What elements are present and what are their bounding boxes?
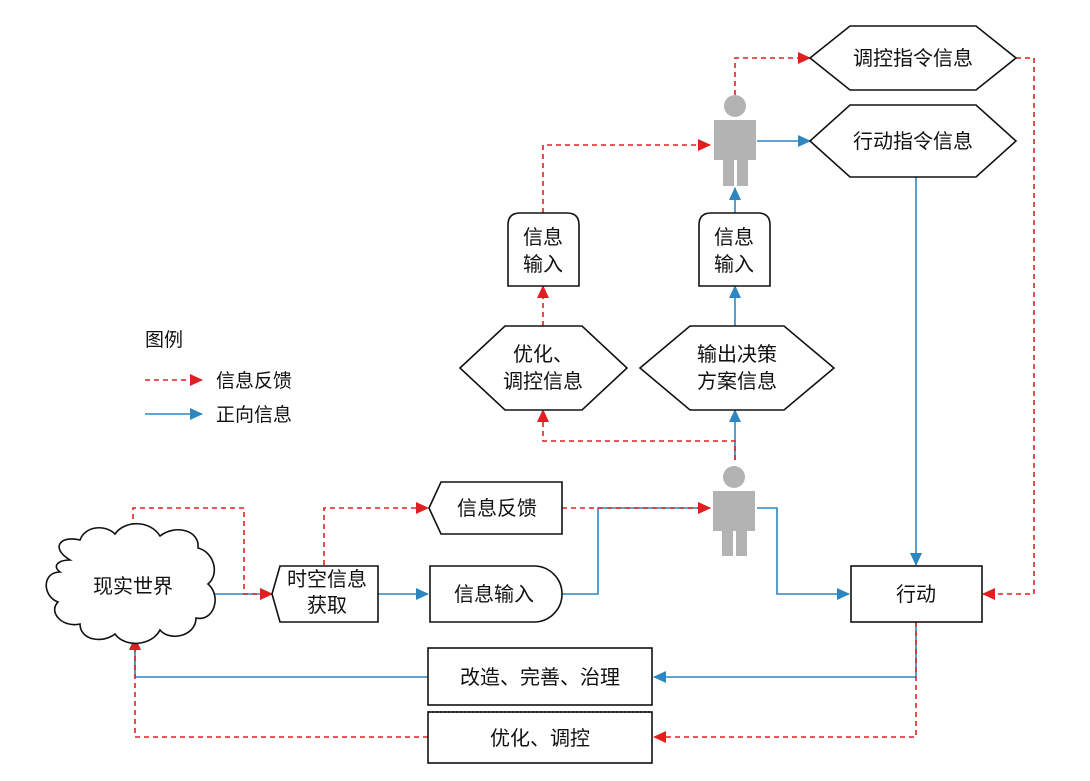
optimize-diamond-line2: 调控信息 bbox=[503, 369, 583, 393]
action-to-transform-arrow bbox=[653, 622, 917, 683]
decision-diamond-node: 输出决策 方案信息 bbox=[638, 325, 836, 411]
input-left-line2: 输入 bbox=[523, 252, 563, 276]
feedback-box-label: 信息反馈 bbox=[457, 496, 537, 520]
input-right-shape bbox=[698, 212, 771, 287]
input-bottom-node: 信息输入 bbox=[429, 565, 563, 623]
input-right-line1: 信息 bbox=[714, 225, 754, 249]
world-feedback-arrow bbox=[132, 507, 273, 600]
legend-feedback-label: 信息反馈 bbox=[216, 370, 292, 392]
decision-diamond-line2: 方案信息 bbox=[697, 369, 777, 393]
input-to-upper-person-feedback-arrow bbox=[542, 139, 711, 213]
action-to-optimize-control-arrow bbox=[653, 622, 917, 743]
input-to-person-arrow bbox=[562, 502, 711, 595]
input-left-line1: 信息 bbox=[523, 225, 563, 249]
control-command-label: 调控指令信息 bbox=[853, 46, 973, 70]
input-right-line2: 输入 bbox=[714, 252, 754, 276]
upper-person-to-control-command-arrow bbox=[734, 52, 811, 95]
person-icon bbox=[714, 95, 756, 186]
feedback-box-shape bbox=[428, 481, 563, 535]
cloud-shape bbox=[45, 522, 216, 645]
acquire-label-line1: 时空信息 bbox=[287, 567, 367, 591]
transform-node: 改造、完善、治理 bbox=[427, 647, 653, 706]
acquire-shape bbox=[271, 565, 379, 623]
input-left-node: 信息 输入 bbox=[507, 212, 580, 287]
optimize-control-node: 优化、调控 bbox=[427, 711, 653, 764]
acquire-node: 时空信息 获取 bbox=[271, 565, 379, 623]
action-label: 行动 bbox=[896, 582, 936, 606]
acquire-to-feedback-arrow bbox=[323, 502, 429, 565]
control-command-shape bbox=[808, 25, 1018, 91]
legend-title: 图例 bbox=[145, 329, 183, 351]
person-icon bbox=[713, 466, 755, 556]
optimize-diamond-line1: 优化、 bbox=[513, 342, 573, 366]
decision-diamond-shape bbox=[638, 325, 836, 411]
action-command-label: 行动指令信息 bbox=[853, 129, 973, 153]
optimize-diamond-shape bbox=[458, 325, 629, 411]
person-to-optimize-arrow bbox=[537, 409, 736, 460]
feedback-box-node: 信息反馈 bbox=[428, 481, 563, 535]
acquire-label-line2: 获取 bbox=[307, 593, 347, 617]
legend: 图例 信息反馈 正向信息 bbox=[145, 329, 292, 426]
action-command-shape bbox=[808, 104, 1018, 178]
control-command-node: 调控指令信息 bbox=[808, 25, 1018, 91]
input-right-node: 信息 输入 bbox=[698, 212, 771, 287]
feedback-connectors bbox=[129, 52, 1035, 743]
input-left-shape bbox=[507, 212, 580, 287]
transform-label: 改造、完善、治理 bbox=[460, 665, 620, 689]
transform-to-world-arrow bbox=[129, 637, 428, 678]
transform-shape bbox=[427, 647, 653, 706]
action-shape bbox=[850, 565, 983, 623]
action-node: 行动 bbox=[850, 565, 983, 623]
optimize-diamond-node: 优化、 调控信息 bbox=[458, 325, 629, 411]
optimize-control-shape bbox=[427, 711, 653, 764]
person-to-action-arrow bbox=[757, 507, 850, 600]
control-command-to-action-arrow bbox=[982, 57, 1035, 600]
input-bottom-label: 信息输入 bbox=[454, 582, 534, 606]
world-cloud-node: 现实世界 bbox=[45, 522, 216, 645]
action-command-node: 行动指令信息 bbox=[808, 104, 1018, 178]
optimize-control-label: 优化、调控 bbox=[490, 726, 590, 750]
world-label: 现实世界 bbox=[93, 574, 173, 598]
optimize-control-to-world-arrow bbox=[129, 637, 428, 738]
decision-diamond-line1: 输出决策 bbox=[697, 342, 777, 366]
input-bottom-shape bbox=[429, 565, 563, 623]
legend-forward-label: 正向信息 bbox=[216, 404, 292, 426]
